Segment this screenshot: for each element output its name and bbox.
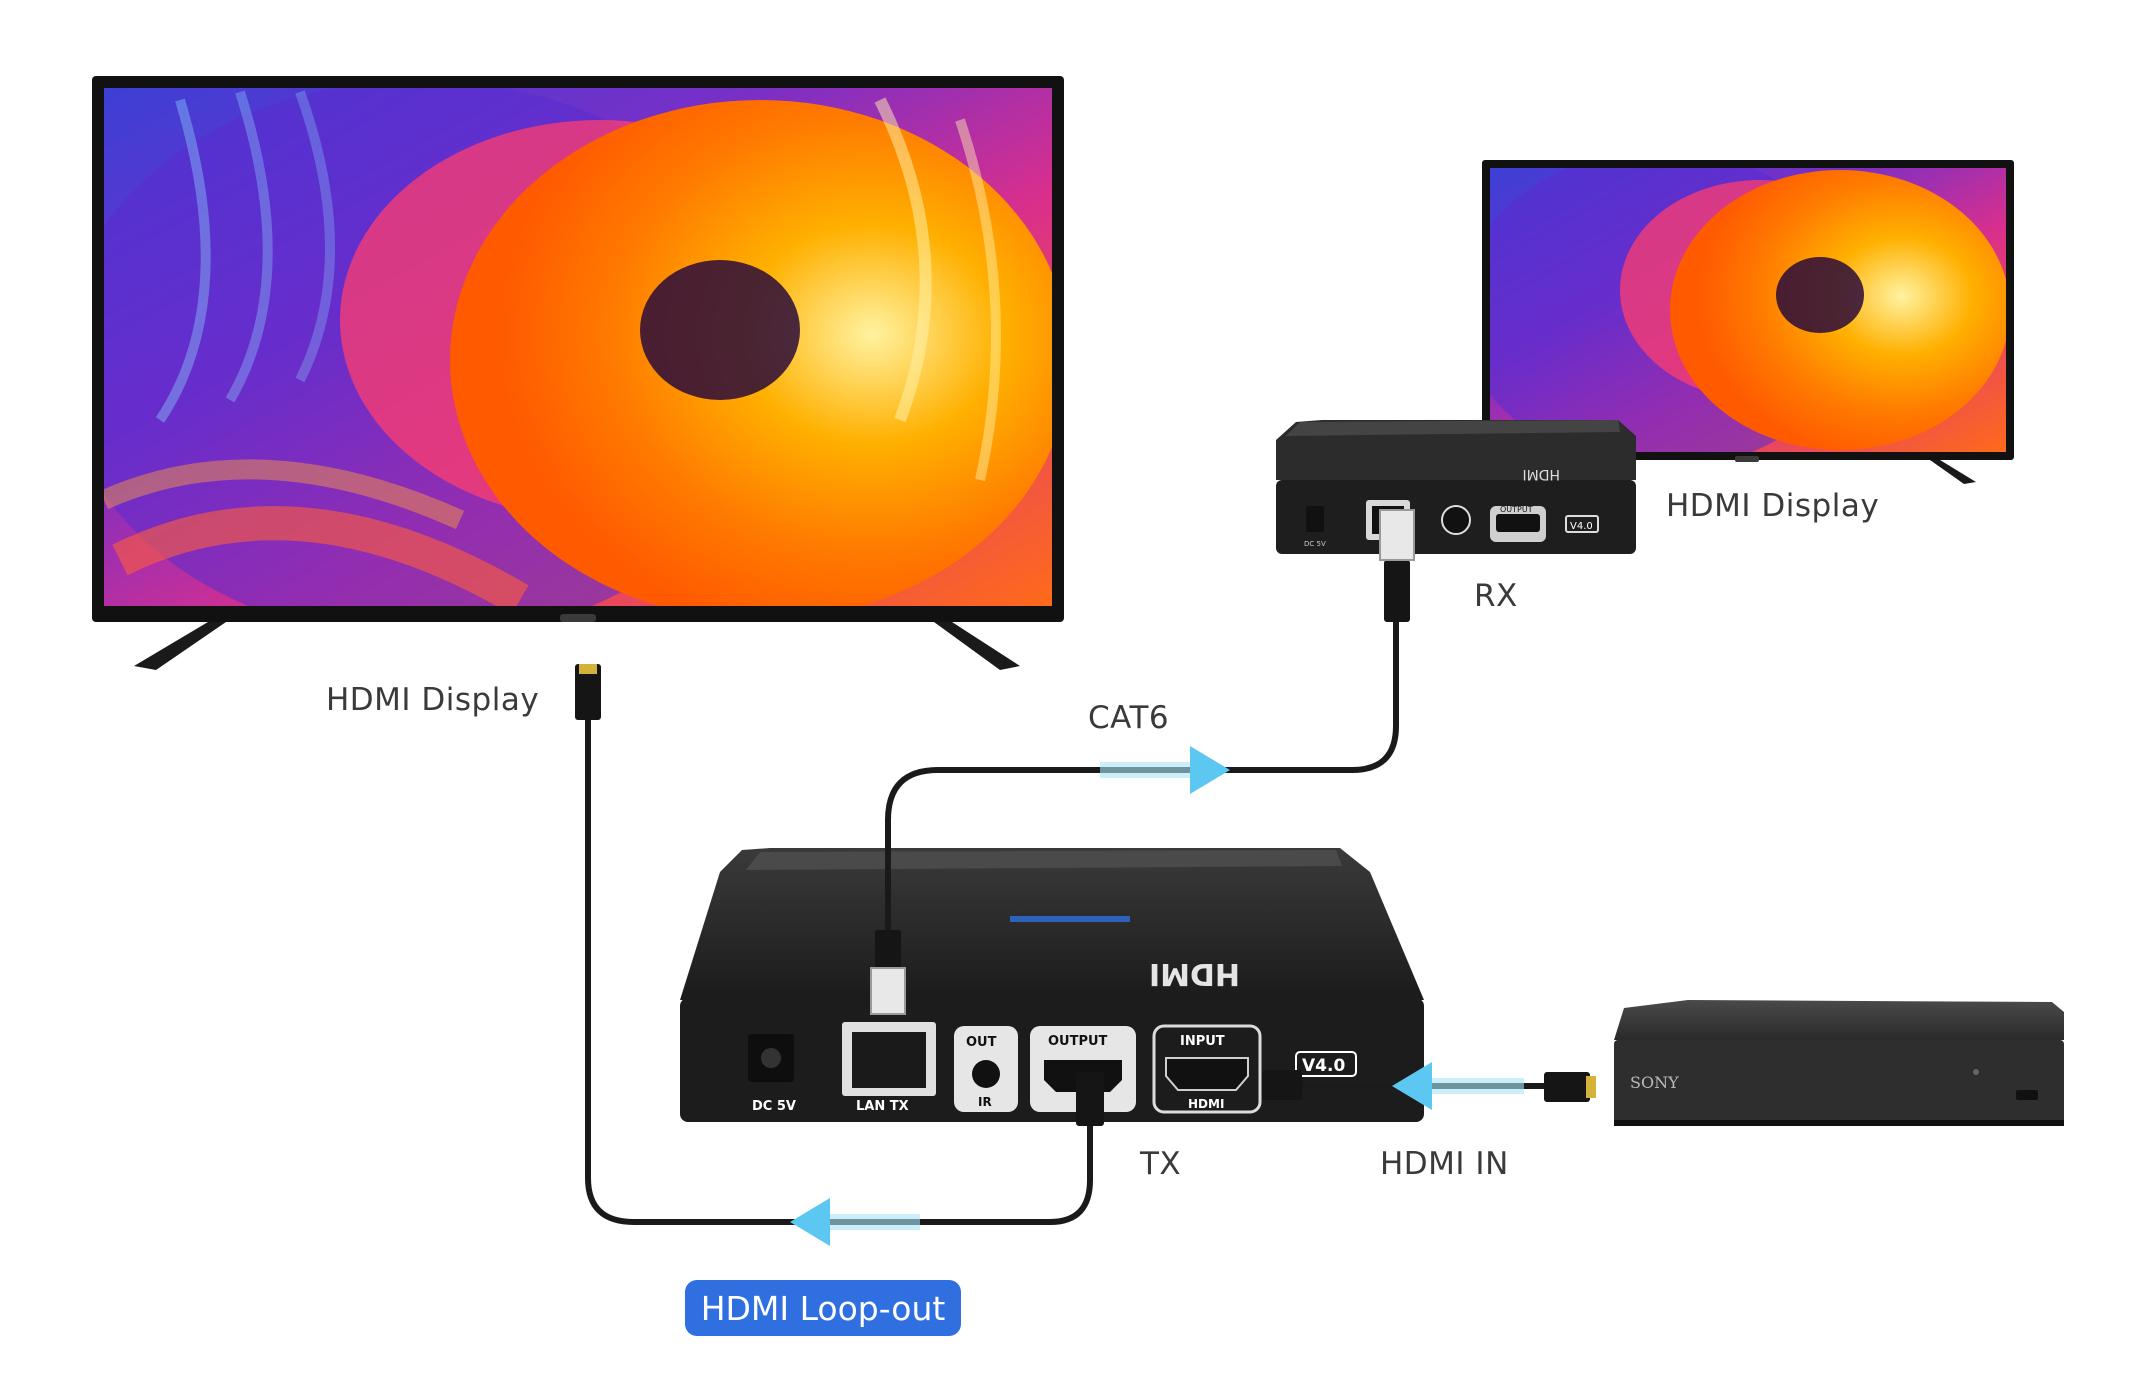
tx-lan-label: LAN TX xyxy=(856,1099,909,1114)
loop-out-cable xyxy=(585,717,1093,1225)
loop-out-badge: HDMI Loop-out xyxy=(685,1280,961,1336)
tx-label: TX xyxy=(1140,1146,1182,1182)
signal-arrows xyxy=(790,746,1524,1246)
rx-version-badge: V4.0 xyxy=(1570,521,1593,532)
connectors xyxy=(575,509,1596,1126)
tx-ir-label: IR xyxy=(978,1095,992,1109)
left-display-label: HDMI Display xyxy=(326,682,540,718)
hdmi-in-label: HDMI IN xyxy=(1380,1146,1509,1182)
tx-input-label: INPUT xyxy=(1180,1034,1225,1049)
tx-version-badge: V4.0 xyxy=(1302,1056,1345,1076)
tx-output-label: OUTPUT xyxy=(1048,1034,1108,1049)
rx-brand-text: HDMI xyxy=(1522,466,1560,482)
blu-ray-player: SONY xyxy=(1614,1000,2064,1126)
rx-label: RX xyxy=(1474,578,1518,614)
tx-input-sub-label: HDMI xyxy=(1188,1097,1224,1111)
hdmi-in-arrow xyxy=(1392,1062,1524,1110)
cat6-cable xyxy=(885,617,1399,943)
rx-output-label: OUTPUT xyxy=(1500,505,1533,514)
right-tv-screen xyxy=(1490,168,2006,452)
tx-unit: HDMI DC 5V LAN TX OUT IR OUTPUT INPUT HD… xyxy=(680,848,1424,1122)
rx-unit: HDMI DC 5V OUTPUT V4.0 xyxy=(1276,420,1636,554)
right-tv xyxy=(1482,160,2014,484)
right-display-label: HDMI Display xyxy=(1666,488,1880,524)
tx-brand-text: HDMI xyxy=(1149,956,1240,991)
left-tv-screen xyxy=(104,88,1052,606)
tx-ir-out-label: OUT xyxy=(966,1035,997,1050)
left-tv xyxy=(92,76,1064,670)
rx-dc-label: DC 5V xyxy=(1304,540,1326,548)
cat6-label: CAT6 xyxy=(1088,700,1170,736)
player-brand-text: SONY xyxy=(1630,1073,1679,1092)
cat6-arrow xyxy=(1100,746,1230,794)
tx-dc-label: DC 5V xyxy=(752,1099,796,1114)
loop-out-arrow xyxy=(790,1198,920,1246)
